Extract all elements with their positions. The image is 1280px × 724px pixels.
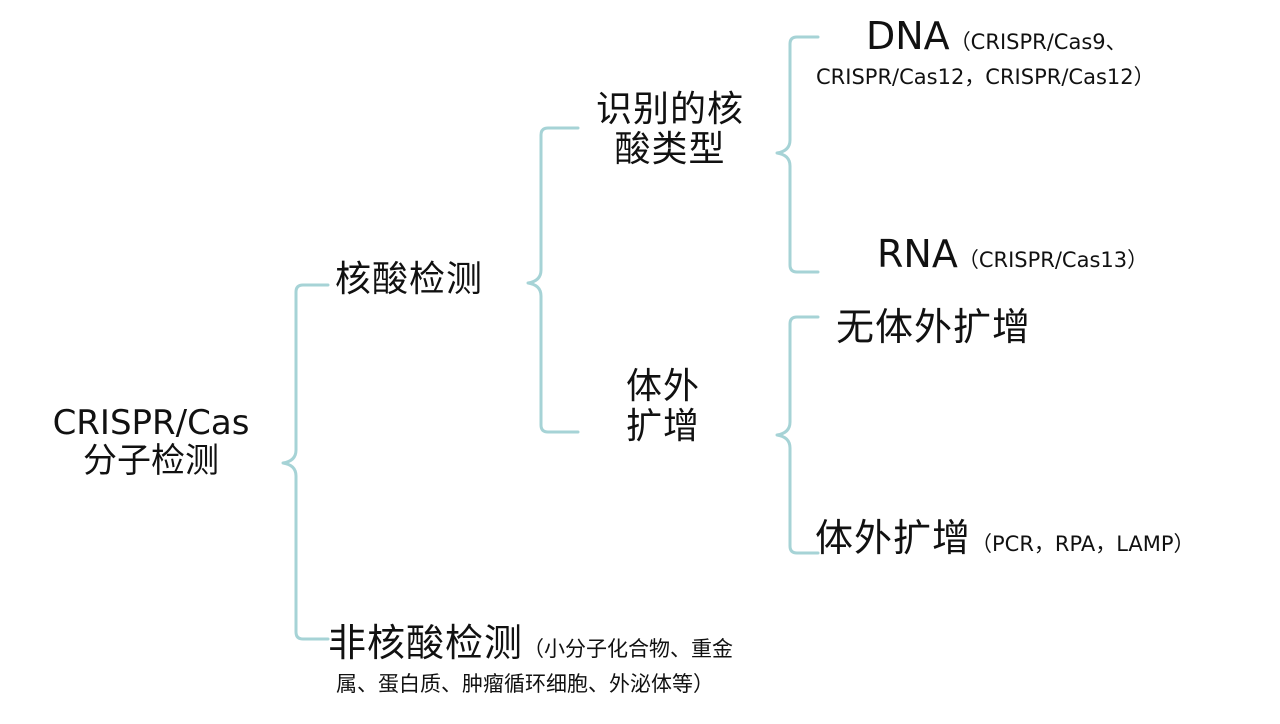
dna-node: DNA（CRISPR/Cas9、 (866, 15, 1127, 58)
non-nucleic-note-line1: （小分子化合物、重金 (523, 637, 734, 661)
root-node: CRISPR/Cas 分子检测 (22, 404, 280, 480)
nucleic-detection-label: 核酸检测 (335, 259, 484, 300)
root-title-line2: 分子检测 (83, 441, 219, 482)
root-bracket (281, 283, 330, 641)
amplification-line2: 扩增 (625, 406, 700, 448)
non-nucleic-label: 非核酸检测 (328, 621, 524, 665)
non-nucleic-node: 非核酸检测（小分子化合物、重金 (328, 622, 733, 665)
with-amplification-node: 体外扩增（PCR，RPA，LAMP） (815, 517, 1195, 560)
rna-node: RNA（CRISPR/Cas13） (877, 233, 1148, 276)
nucleic-type-node: 识别的核 酸类型 (580, 89, 760, 171)
nucleic-bracket (526, 126, 580, 434)
no-amplification-label: 无体外扩增 (836, 305, 1032, 349)
rna-label: RNA (877, 232, 958, 276)
amp-bracket (775, 315, 820, 555)
amplification-node: 体外 扩增 (598, 366, 728, 448)
type-bracket (775, 35, 820, 274)
nucleic-type-line2: 酸类型 (614, 129, 726, 171)
amplification-line1: 体外 (625, 366, 700, 407)
dna-label: DNA (866, 14, 950, 58)
non-nucleic-note-line2: 属、蛋白质、肿瘤循环细胞、外泌体等） (336, 672, 714, 696)
root-title-line1: CRISPR/Cas (52, 403, 250, 443)
no-amplification-node: 无体外扩增 (836, 306, 1031, 349)
nucleic-type-line1: 识别的核 (595, 89, 744, 130)
rna-note: （CRISPR/Cas13） (957, 248, 1149, 272)
dna-note-line2: CRISPR/Cas12，CRISPR/Cas12） (816, 65, 1155, 89)
with-amplification-label: 体外扩增 (815, 516, 972, 560)
with-amplification-note: （PCR，RPA，LAMP） (971, 532, 1195, 556)
dna-note-line1: （CRISPR/Cas9、 (949, 30, 1127, 54)
nucleic-detection-node: 核酸检测 (335, 259, 484, 300)
